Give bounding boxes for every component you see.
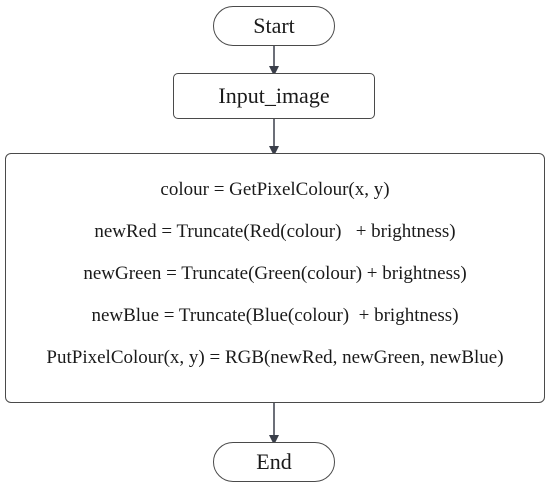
process-block: colour = GetPixelColour(x, y) newRed = T… xyxy=(5,153,545,403)
end-label: End xyxy=(256,449,292,474)
start-terminal: Start xyxy=(213,6,335,46)
input-label: Input_image xyxy=(218,83,330,108)
process-line-put-colour: PutPixelColour(x, y) = RGB(newRed, newGr… xyxy=(46,347,504,368)
process-line-new-green: newGreen = Truncate(Green(colour) + brig… xyxy=(83,263,467,284)
end-terminal: End xyxy=(213,442,335,482)
input-step: Input_image xyxy=(173,73,375,119)
start-label: Start xyxy=(253,13,295,38)
process-line-get-colour: colour = GetPixelColour(x, y) xyxy=(160,179,390,200)
process-line-new-blue: newBlue = Truncate(Blue(colour) + bright… xyxy=(91,305,459,326)
process-line-new-red: newRed = Truncate(Red(colour) + brightne… xyxy=(94,221,456,242)
